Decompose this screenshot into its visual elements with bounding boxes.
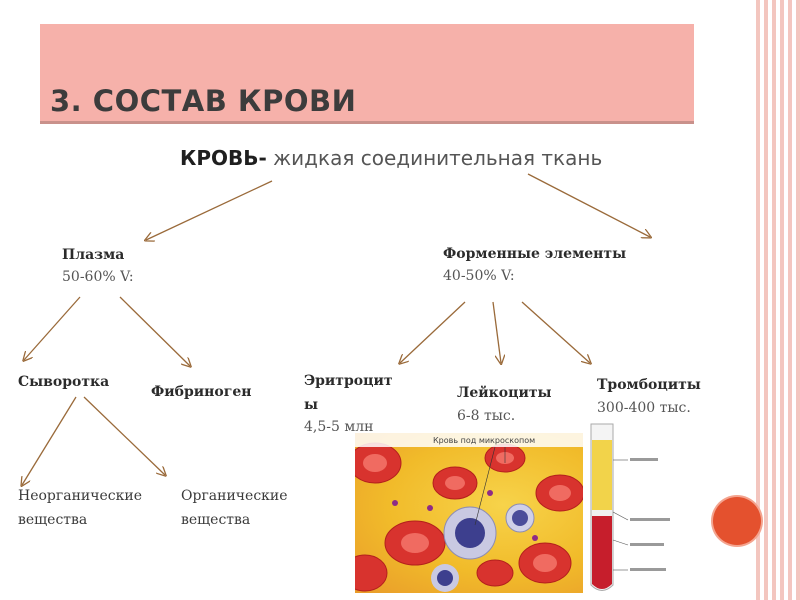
- plasma-label: Плазма: [62, 247, 125, 263]
- inorganic-substances-line2: вещества: [18, 512, 88, 528]
- organic-substances-line2: вещества: [181, 512, 251, 528]
- erythrocytes-label-line1: Эритроцит: [304, 373, 393, 389]
- accent-circle: [713, 497, 761, 545]
- arrow-blood-to-plasma: [146, 180, 273, 240]
- leukocytes-label: Лейкоциты: [457, 385, 552, 401]
- serum-label: Сыворотка: [18, 374, 110, 390]
- blood-definition: КРОВЬ- жидкая соединительная ткань: [180, 146, 602, 170]
- arrow-plasma-to-fibrinogen: [119, 296, 190, 366]
- test-tube-illustration: [590, 423, 670, 591]
- formed-elements-label: Форменные элементы: [443, 246, 627, 262]
- organic-substances-line1: Органические: [181, 488, 288, 504]
- plasma-value: 50-60% V:: [62, 269, 134, 285]
- title-banner: [40, 24, 694, 124]
- arrow-plasma-to-serum: [24, 296, 81, 360]
- thrombocytes-label: Тромбоциты: [597, 377, 701, 393]
- arrow-blood-to-formed: [527, 173, 650, 237]
- formed-elements-value: 40-50% V:: [443, 268, 515, 284]
- blood-term: КРОВЬ-: [180, 146, 267, 170]
- arrow-formed-to-leukocytes: [492, 301, 501, 363]
- arrow-formed-to-erythrocytes: [400, 301, 466, 363]
- arrow-serum-to-inorganic: [22, 396, 77, 485]
- arrow-serum-to-organic: [83, 396, 165, 475]
- slide-title: 3. СОСТАВ КРОВИ: [50, 84, 357, 118]
- blood-microscope-image: Кровь под микроскопом: [355, 433, 583, 593]
- decorative-side-stripes: [756, 0, 800, 600]
- erythrocytes-value: 4,5-5 млн: [304, 419, 374, 435]
- arrow-formed-to-thrombocytes: [521, 301, 590, 363]
- blood-definition-text: жидкая соединительная ткань: [266, 146, 603, 170]
- erythrocytes-label-line2: ы: [304, 397, 319, 413]
- inorganic-substances-line1: Неорганические: [18, 488, 142, 504]
- test-tube-image: [583, 420, 703, 595]
- fibrinogen-label: Фибриноген: [151, 384, 252, 400]
- microscope-caption: Кровь под микроскопом: [433, 436, 535, 445]
- leukocytes-value: 6-8 тыс.: [457, 408, 516, 424]
- thrombocytes-value: 300-400 тыс.: [597, 400, 691, 416]
- blood-cells-illustration: Кровь под микроскопом: [355, 433, 583, 592]
